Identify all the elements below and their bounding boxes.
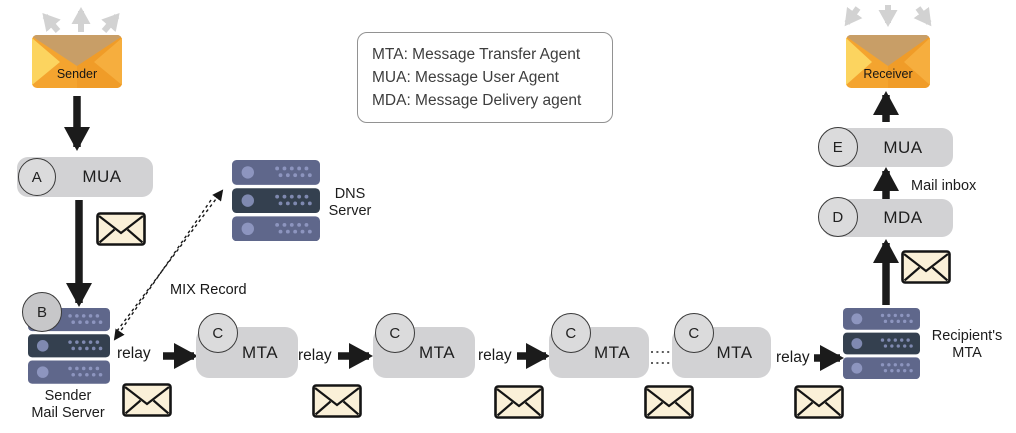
recipient-mta-server-icon	[843, 308, 920, 380]
node-label: MTA	[418, 342, 456, 362]
message-envelope-icon	[494, 385, 544, 419]
node-label: MTA	[716, 342, 753, 362]
receiver-envelope: Receiver	[846, 35, 930, 88]
node-mta-3: C MTA	[549, 313, 649, 378]
node-label: MUA	[883, 137, 923, 157]
message-envelope-icon	[122, 383, 172, 417]
node-label: MUA	[82, 167, 122, 186]
step-badge-a: A	[18, 158, 56, 196]
sender-broadcast-arrows-icon	[42, 7, 120, 33]
step-badge-b: B	[22, 292, 62, 332]
mta-chain-ellipsis	[651, 351, 671, 364]
node-label: MDA	[883, 208, 923, 227]
message-envelope-icon	[794, 385, 844, 419]
legend-line-mua: MUA: Message User Agent	[372, 69, 559, 86]
message-envelope-icon	[96, 212, 146, 246]
node-label: MTA	[241, 342, 279, 362]
relay-label-2: relay	[298, 347, 332, 364]
message-envelope-icon	[312, 384, 362, 418]
dns-server-icon	[232, 160, 320, 242]
legend-line-mda: MDA: Message Delivery agent	[372, 92, 582, 109]
sender-mail-server-label: Sender Mail Server	[31, 388, 105, 421]
receiver-incoming-arrows-icon	[844, 5, 932, 27]
recipient-mta-label: Recipient's MTA	[931, 328, 1003, 361]
node-mta-2: C MTA	[373, 313, 475, 378]
legend-box: MTA: Message Transfer Agent MUA: Message…	[357, 32, 613, 123]
mail-envelope-icon	[32, 35, 122, 88]
node-mua-receiver: E MUA	[818, 127, 953, 167]
step-badge-c3: C	[551, 313, 591, 353]
sender-envelope: Sender	[32, 35, 122, 88]
node-mta-1: C MTA	[196, 313, 298, 378]
step-badge-c1: C	[198, 313, 238, 353]
sender-envelope-label: Sender	[56, 67, 98, 81]
dns-server-label: DNS Server	[328, 186, 372, 219]
receiver-envelope-label: Receiver	[863, 67, 913, 81]
node-mta-4: C MTA	[672, 313, 771, 378]
flow-arrows	[64, 91, 899, 371]
step-badge-e: E	[818, 127, 858, 167]
legend-line-mta: MTA: Message Transfer Agent	[372, 46, 581, 63]
relay-label-4: relay	[776, 349, 810, 366]
step-badge-c2: C	[375, 313, 415, 353]
mail-inbox-label: Mail inbox	[911, 178, 977, 194]
step-badge-c4: C	[674, 313, 714, 353]
message-envelope-icon	[901, 250, 951, 284]
step-badge-d: D	[818, 197, 858, 237]
relay-label-1: relay	[117, 345, 151, 362]
node-label: MTA	[593, 342, 631, 362]
node-mua-sender: A MUA	[17, 157, 153, 197]
node-mda: D MDA	[818, 197, 953, 237]
mix-record-label: MIX Record	[170, 282, 247, 298]
mail-envelope-icon	[846, 35, 930, 88]
message-envelope-icon	[644, 385, 694, 419]
relay-label-3: relay	[478, 347, 512, 364]
